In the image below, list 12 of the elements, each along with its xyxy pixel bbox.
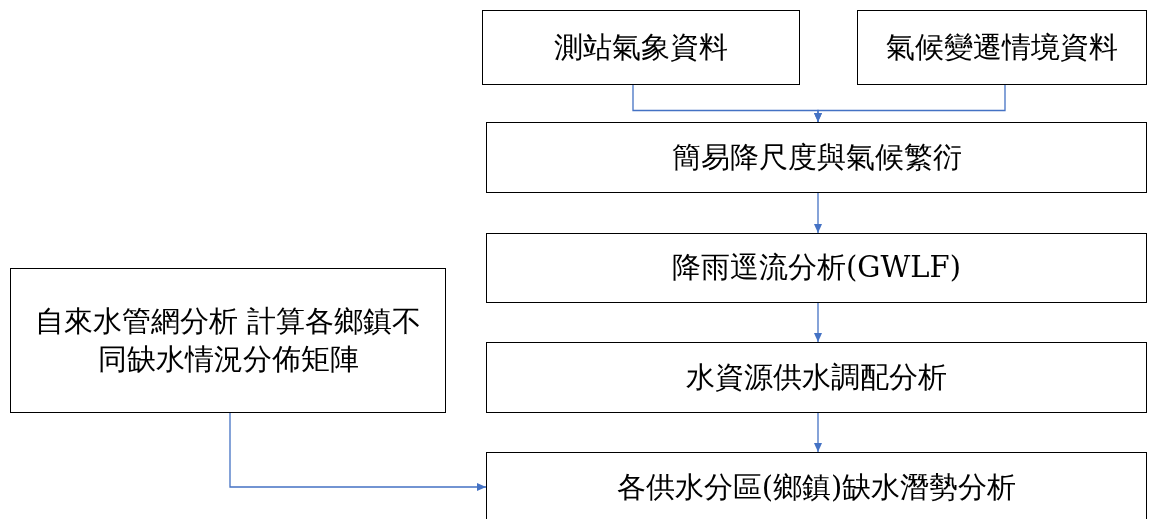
arrow [814, 412, 822, 453]
process-box: 水資源供水調配分析 [486, 342, 1147, 413]
process-box: 自來水管網分析 計算各鄉鎮不同缺水情況分佈矩陣 [10, 268, 446, 413]
process-box: 簡易降尺度與氣候繁衍 [486, 122, 1147, 193]
arrow [814, 302, 822, 343]
process-box: 氣候變遷情境資料 [857, 10, 1147, 85]
process-box: 各供水分區(鄉鎮)缺水潛勢分析 [486, 452, 1147, 519]
arrow [814, 192, 822, 234]
arrow [814, 84, 1006, 123]
process-box: 降雨逕流分析(GWLF) [486, 233, 1147, 303]
arrow [229, 412, 487, 491]
process-box: 測站氣象資料 [482, 10, 800, 85]
